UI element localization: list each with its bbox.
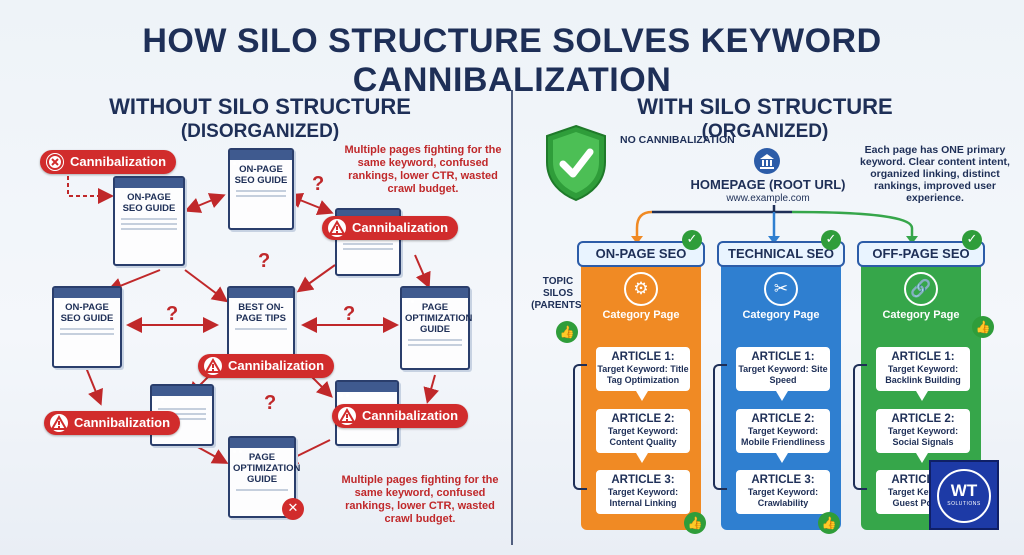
down-arrow-icon <box>916 453 928 463</box>
category-page-label: Category Page <box>882 309 960 321</box>
article-card: ARTICLE 1:Target Keyword: Site Speed <box>734 345 832 393</box>
down-arrow-icon <box>776 391 788 401</box>
page-card-center: BEST ON-PAGE TIPS <box>227 286 295 364</box>
homepage-url: www.example.com <box>726 193 810 204</box>
page-card-upper-left: ON-PAGE SEO GUIDE <box>113 176 185 266</box>
article-card: ARTICLE 1:Target Keyword: Title Tag Opti… <box>594 345 692 393</box>
question-icon: ? <box>166 303 179 325</box>
wrench-icon: ✂ <box>764 272 798 306</box>
article-title: ARTICLE 3: <box>751 474 815 486</box>
topic-silos-label: TOPIC SILOS (PARENTS) <box>531 276 585 311</box>
article-card: ARTICLE 3:Target Keyword: Crawlability <box>734 468 832 516</box>
shield-check-icon <box>546 124 606 202</box>
problem-note-top: Multiple pages fighting for the same key… <box>344 144 502 195</box>
page-card-right: PAGE OPTIMIZATION GUIDE <box>400 286 472 370</box>
silo-link-bracket <box>713 364 727 490</box>
warning-icon <box>338 407 356 425</box>
silo-connectors <box>631 205 918 244</box>
cannibalization-badge: Cannibalization <box>322 216 459 240</box>
cannibalization-badge: Cannibalization <box>44 411 181 435</box>
warning-icon <box>204 357 222 375</box>
silo-heading: ON-PAGE SEO <box>577 241 705 267</box>
question-icon: ? <box>264 392 277 414</box>
no-cannibalization-label: NO CANNIBALIZATION <box>620 134 735 146</box>
article-card: ARTICLE 2:Target Keyword: Social Signals <box>874 407 972 455</box>
page-card-left: ON-PAGE SEO GUIDE <box>52 286 122 368</box>
check-icon: ✓ <box>682 230 702 250</box>
article-title: ARTICLE 2: <box>611 413 675 425</box>
brand-logo: WT SOLUTIONS <box>929 460 999 530</box>
check-icon: ✓ <box>821 230 841 250</box>
article-card: ARTICLE 1:Target Keyword: Backlink Build… <box>874 345 972 393</box>
page-title: HOW SILO STRUCTURE SOLVES KEYWORD CANNIB… <box>142 22 882 99</box>
article-card: ARTICLE 3:Target Keyword: Internal Linki… <box>594 468 692 516</box>
article-keyword: Target Keyword: Content Quality <box>607 426 679 447</box>
article-title: ARTICLE 1: <box>891 351 955 363</box>
page-card-lower-left <box>150 384 214 446</box>
with-silo-heading: WITH SILO STRUCTURE (ORGANIZED) <box>620 94 910 144</box>
warning-icon <box>50 414 68 432</box>
without-silo-title: WITHOUT SILO STRUCTURE <box>109 94 411 119</box>
without-silo-subtitle: (DISORGANIZED) <box>180 121 340 142</box>
article-title: ARTICLE 2: <box>751 413 815 425</box>
warning-icon <box>328 219 346 237</box>
article-keyword: Target Keyword: Internal Linking <box>607 487 679 508</box>
article-keyword: Target Keyword: Social Signals <box>887 426 959 447</box>
gear-icon: ⚙ <box>624 272 658 306</box>
cannibalization-badge: Cannibalization <box>40 150 177 174</box>
without-silo-heading: WITHOUT SILO STRUCTURE (DISORGANIZED) <box>100 94 420 144</box>
thumbs-up-icon: 👍 <box>972 316 994 338</box>
article-keyword: Target Keyword: Guest Posting <box>887 487 959 508</box>
article-keyword: Target Keyword: Site Speed <box>738 364 828 385</box>
question-icon: ? <box>312 173 325 195</box>
thumbs-up-icon: 👍 <box>556 321 578 343</box>
error-x-icon: ✕ <box>282 498 304 520</box>
cannibalization-badge: Cannibalization <box>332 404 469 428</box>
article-title: ARTICLE 1: <box>611 351 675 363</box>
article-keyword: Target Keyword: Mobile Friendliness <box>740 426 825 447</box>
down-arrow-icon <box>636 453 648 463</box>
article-keyword: Target Keyword: Backlink Building <box>885 364 961 385</box>
silo-heading: OFF-PAGE SEO <box>857 241 985 267</box>
thumbs-up-icon: 👍 <box>684 512 706 534</box>
link-icon: 🔗 <box>904 272 938 306</box>
with-silo-title: WITH SILO STRUCTURE <box>637 94 893 119</box>
article-title: ARTICLE 2: <box>891 413 955 425</box>
page-card-top: ON-PAGE SEO GUIDE <box>228 148 294 230</box>
article-card: ARTICLE 2:Target Keyword: Mobile Friendl… <box>734 407 832 455</box>
down-arrow-icon <box>776 453 788 463</box>
with-silo-subtitle: (ORGANIZED) <box>701 121 829 142</box>
question-icon: ? <box>343 303 356 325</box>
article-card: ARTICLE 2:Target Keyword: Content Qualit… <box>594 407 692 455</box>
down-arrow-icon <box>636 391 648 401</box>
thumbs-up-icon: 👍 <box>818 512 840 534</box>
homepage-label: HOMEPAGE (ROOT URL) <box>690 177 846 192</box>
silo-link-bracket <box>573 364 587 490</box>
cannibalization-badge: Cannibalization <box>198 354 335 378</box>
section-divider <box>511 90 513 545</box>
article-title: ARTICLE 3: <box>611 474 675 486</box>
silo-link-bracket <box>853 364 867 490</box>
homepage-bank-icon <box>754 148 780 174</box>
question-icon: ? <box>258 250 271 272</box>
category-page-label: Category Page <box>602 309 680 321</box>
down-arrow-icon <box>916 391 928 401</box>
category-page-label: Category Page <box>742 309 820 321</box>
silo-summary-note: Each page has ONE primary keyword. Clear… <box>860 144 1010 204</box>
article-keyword: Target Keyword: Title Tag Optimization <box>597 364 689 385</box>
article-title: ARTICLE 1: <box>751 351 815 363</box>
x-circle-icon <box>46 153 64 171</box>
check-icon: ✓ <box>962 230 982 250</box>
article-keyword: Target Keyword: Crawlability <box>747 487 819 508</box>
problem-note-bottom: Multiple pages fighting for the same key… <box>341 474 499 525</box>
